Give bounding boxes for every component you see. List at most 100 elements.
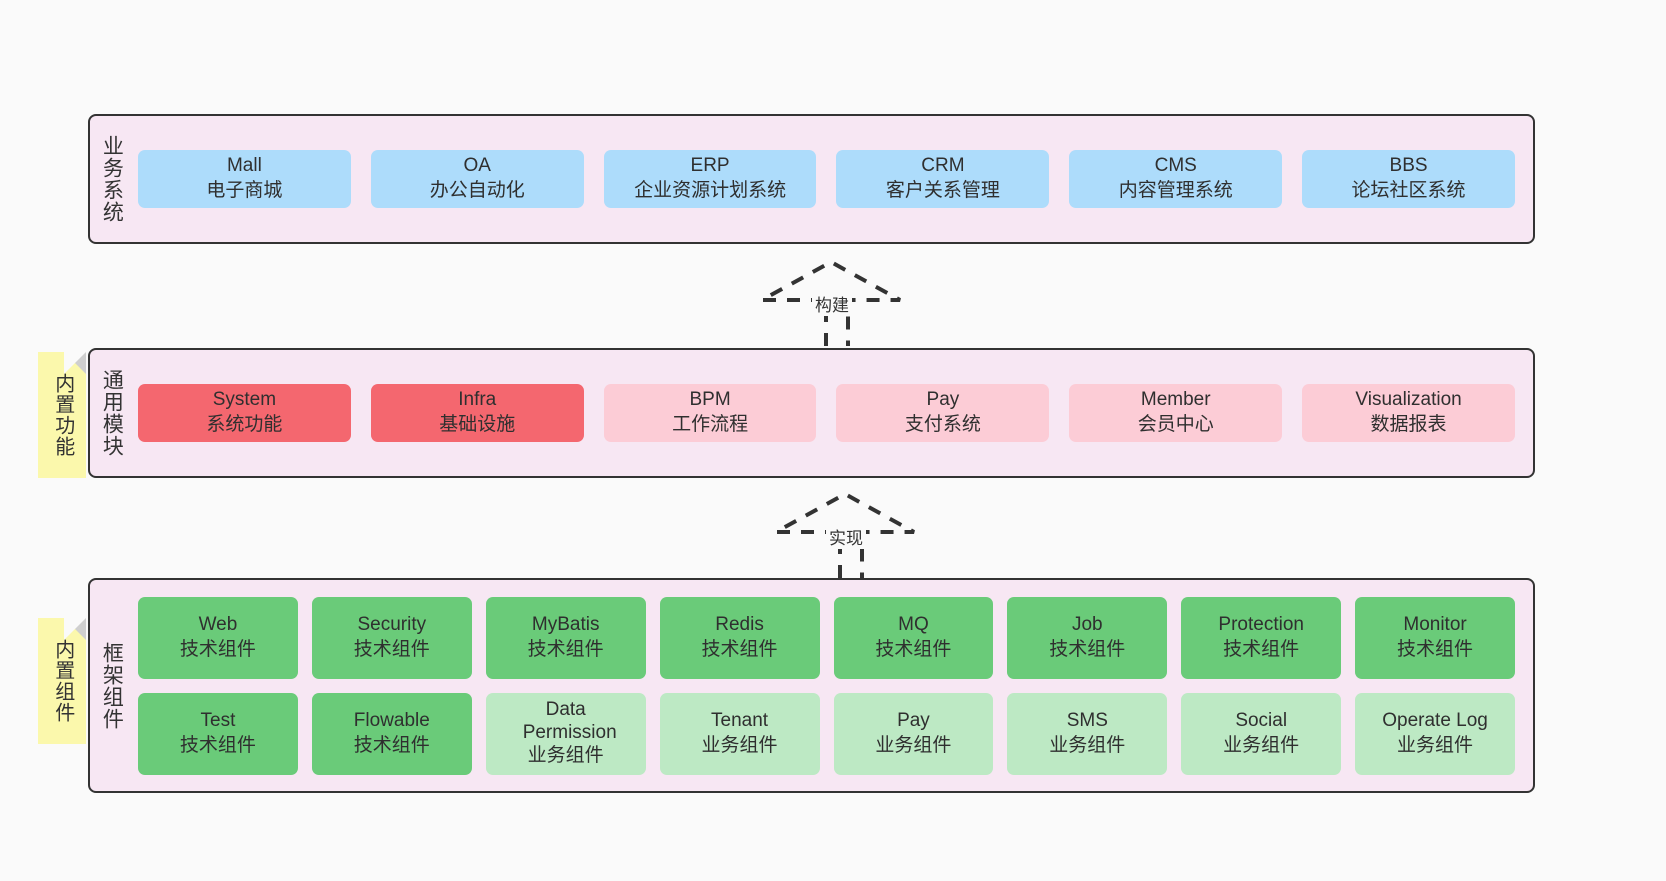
card-title: Pay: [897, 709, 930, 731]
card-oa[interactable]: OA 办公自动化: [370, 150, 584, 208]
card-title: Visualization: [1355, 389, 1462, 411]
card-subtitle: 技术组件: [701, 638, 778, 660]
note-label: 内置组件: [51, 639, 74, 723]
layer-body-business-system: Mall 电子商城 OA 办公自动化 ERP 企业资源计划系统 CRM 客户关系…: [132, 116, 1533, 242]
card-subtitle: 业务组件: [1223, 734, 1300, 756]
card-monitor[interactable]: Monitor 技术组件: [1355, 596, 1515, 679]
card-mall[interactable]: Mall 电子商城: [138, 150, 351, 208]
connector-implement-label: 实现: [826, 524, 866, 549]
layer-title-common-module: 通用模块: [100, 369, 124, 457]
card-subtitle: 业务组件: [1397, 734, 1474, 756]
card-title: CMS: [1154, 155, 1197, 177]
card-visualization[interactable]: Visualization 数据报表: [1302, 384, 1515, 442]
card-subtitle: 办公自动化: [429, 180, 525, 201]
card-crm[interactable]: CRM 客户关系管理: [836, 150, 1050, 208]
card-subtitle: 技术组件: [1223, 638, 1300, 660]
note-builtin-components: 内置组件: [38, 618, 86, 744]
card-title: Security: [357, 613, 427, 635]
card-operate-log[interactable]: Operate Log 业务组件: [1355, 692, 1515, 775]
card-title: MyBatis: [531, 613, 600, 635]
layer-body-framework-component: Web 技术组件 Security 技术组件 MyBatis 技术组件 Redi…: [132, 580, 1533, 791]
card-protection[interactable]: Protection 技术组件: [1181, 596, 1342, 679]
card-infra[interactable]: Infra 基础设施: [370, 384, 584, 442]
card-subtitle: 企业资源计划系统: [634, 180, 787, 201]
framework-tech-row: Web 技术组件 Security 技术组件 MyBatis 技术组件 Redi…: [138, 596, 1515, 679]
layer-common-module: 通用模块 System 系统功能 Infra 基础设施 BPM 工作流程 Pay…: [88, 348, 1535, 478]
layer-title-business-system: 业务系统: [100, 135, 124, 223]
card-title: Monitor: [1403, 613, 1467, 635]
layer-business-system: 业务系统 Mall 电子商城 OA 办公自动化 ERP 企业资源计划系统 CRM…: [88, 114, 1535, 244]
card-redis[interactable]: Redis 技术组件: [659, 596, 820, 679]
card-title: Web: [198, 613, 238, 635]
card-subtitle: 技术组件: [527, 638, 604, 660]
card-title: Flowable: [353, 709, 430, 731]
card-subtitle: 技术组件: [353, 638, 430, 660]
card-title: Social: [1235, 709, 1288, 731]
card-mybatis[interactable]: MyBatis 技术组件: [485, 596, 646, 679]
card-system[interactable]: System 系统功能: [138, 384, 351, 442]
card-subtitle: 技术组件: [179, 734, 256, 756]
card-pay-component[interactable]: Pay 业务组件: [833, 692, 994, 775]
business-system-row: Mall 电子商城 OA 办公自动化 ERP 企业资源计划系统 CRM 客户关系…: [138, 150, 1515, 208]
card-subtitle: 业务组件: [1049, 734, 1126, 756]
card-subtitle: 技术组件: [1049, 638, 1126, 660]
card-data-permission[interactable]: Data Permission 业务组件: [485, 692, 646, 775]
card-erp[interactable]: ERP 企业资源计划系统: [603, 150, 817, 208]
card-cms[interactable]: CMS 内容管理系统: [1069, 150, 1283, 208]
card-title: Job: [1071, 613, 1103, 635]
card-title: Data Permission: [522, 698, 617, 744]
framework-business-row: Test 技术组件 Flowable 技术组件 Data Permission …: [138, 692, 1515, 775]
card-title: CRM: [921, 155, 965, 177]
card-title: ERP: [690, 155, 730, 177]
card-subtitle: 技术组件: [1397, 638, 1474, 660]
card-title: System: [212, 389, 277, 411]
card-subtitle: 客户关系管理: [885, 180, 1000, 201]
card-title: Infra: [458, 389, 497, 411]
note-fold-cut-icon: [64, 618, 86, 640]
card-title: Mall: [226, 155, 262, 177]
card-mq[interactable]: MQ 技术组件: [833, 596, 994, 679]
card-title: Tenant: [711, 709, 769, 731]
card-subtitle: 会员中心: [1137, 414, 1214, 435]
card-subtitle: 系统功能: [206, 414, 283, 435]
card-subtitle: 论坛社区系统: [1351, 180, 1466, 201]
note-fold-cut-icon: [64, 352, 86, 374]
card-subtitle: 技术组件: [875, 638, 952, 660]
note-label: 内置功能: [51, 373, 74, 457]
layer-title-framework-component: 框架组件: [100, 641, 124, 730]
card-title: Pay: [926, 389, 960, 411]
connector-build-label: 构建: [812, 291, 852, 316]
card-member[interactable]: Member 会员中心: [1069, 384, 1283, 442]
card-title: Redis: [715, 613, 764, 635]
card-subtitle: 支付系统: [904, 414, 981, 435]
card-subtitle: 工作流程: [672, 414, 749, 435]
card-subtitle: 业务组件: [527, 745, 604, 767]
card-bpm[interactable]: BPM 工作流程: [603, 384, 817, 442]
card-pay[interactable]: Pay 支付系统: [836, 384, 1050, 442]
card-subtitle: 电子商城: [206, 180, 283, 201]
card-bbs[interactable]: BBS 论坛社区系统: [1302, 150, 1515, 208]
card-title: BBS: [1389, 155, 1428, 177]
card-subtitle: 数据报表: [1370, 414, 1447, 435]
card-title: SMS: [1066, 709, 1108, 731]
card-subtitle: 技术组件: [179, 638, 256, 660]
card-title: Test: [200, 709, 236, 731]
card-tenant[interactable]: Tenant 业务组件: [659, 692, 820, 775]
card-security[interactable]: Security 技术组件: [311, 596, 472, 679]
card-title: MQ: [898, 613, 929, 635]
card-title: OA: [463, 155, 491, 177]
card-subtitle: 业务组件: [701, 734, 778, 756]
layer-body-common-module: System 系统功能 Infra 基础设施 BPM 工作流程 Pay 支付系统…: [132, 350, 1533, 476]
card-flowable[interactable]: Flowable 技术组件: [311, 692, 472, 775]
card-web[interactable]: Web 技术组件: [138, 596, 298, 679]
card-title: Operate Log: [1382, 709, 1488, 731]
card-job[interactable]: Job 技术组件: [1007, 596, 1168, 679]
card-social[interactable]: Social 业务组件: [1181, 692, 1342, 775]
card-sms[interactable]: SMS 业务组件: [1007, 692, 1168, 775]
card-test[interactable]: Test 技术组件: [138, 692, 298, 775]
card-subtitle: 内容管理系统: [1118, 180, 1233, 201]
common-module-row: System 系统功能 Infra 基础设施 BPM 工作流程 Pay 支付系统…: [138, 384, 1515, 442]
card-title: Protection: [1218, 613, 1304, 635]
card-title: Member: [1140, 389, 1211, 411]
